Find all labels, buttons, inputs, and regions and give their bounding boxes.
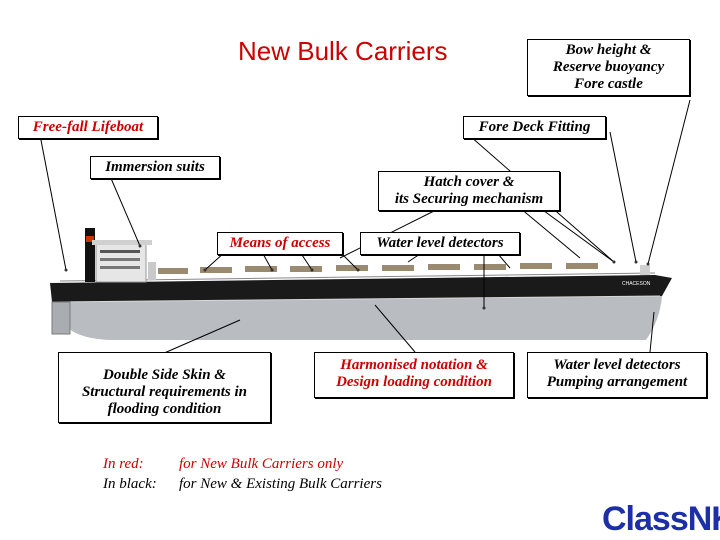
legend-black: In black:for New & Existing Bulk Carrier…	[103, 476, 382, 492]
label-means-of-access: Means of access	[217, 232, 343, 255]
label-double-side-skin: Double Side Skin & Structural requiremen…	[58, 352, 271, 423]
ship-name: CHACESON	[622, 281, 651, 287]
label-free-fall-lifeboat: Free-fall Lifeboat	[18, 116, 158, 139]
label-bow-height: Bow height & Reserve buoyancy Fore castl…	[527, 39, 690, 96]
label-immersion-suits: Immersion suits	[90, 156, 220, 179]
superstructure	[85, 228, 650, 283]
ship-hull	[50, 272, 672, 340]
hatch-covers	[158, 263, 598, 274]
classnk-logo: ClassNK	[602, 500, 720, 538]
page-title: New Bulk Carriers	[238, 36, 448, 66]
label-water-level-detectors: Water level detectors	[360, 232, 520, 255]
label-harmonised-notation: Harmonised notation & Design loading con…	[314, 352, 514, 398]
pointer-markers	[64, 244, 650, 310]
label-fore-deck-fitting: Fore Deck Fitting	[463, 116, 606, 139]
label-water-level-pumping: Water level detectors Pumping arrangemen…	[527, 352, 707, 398]
legend: In red:for New Bulk Carriers only In bla…	[103, 454, 382, 494]
legend-red: In red:for New Bulk Carriers only	[103, 456, 344, 472]
label-hatch-cover: Hatch cover & its Securing mechanism	[378, 171, 560, 211]
